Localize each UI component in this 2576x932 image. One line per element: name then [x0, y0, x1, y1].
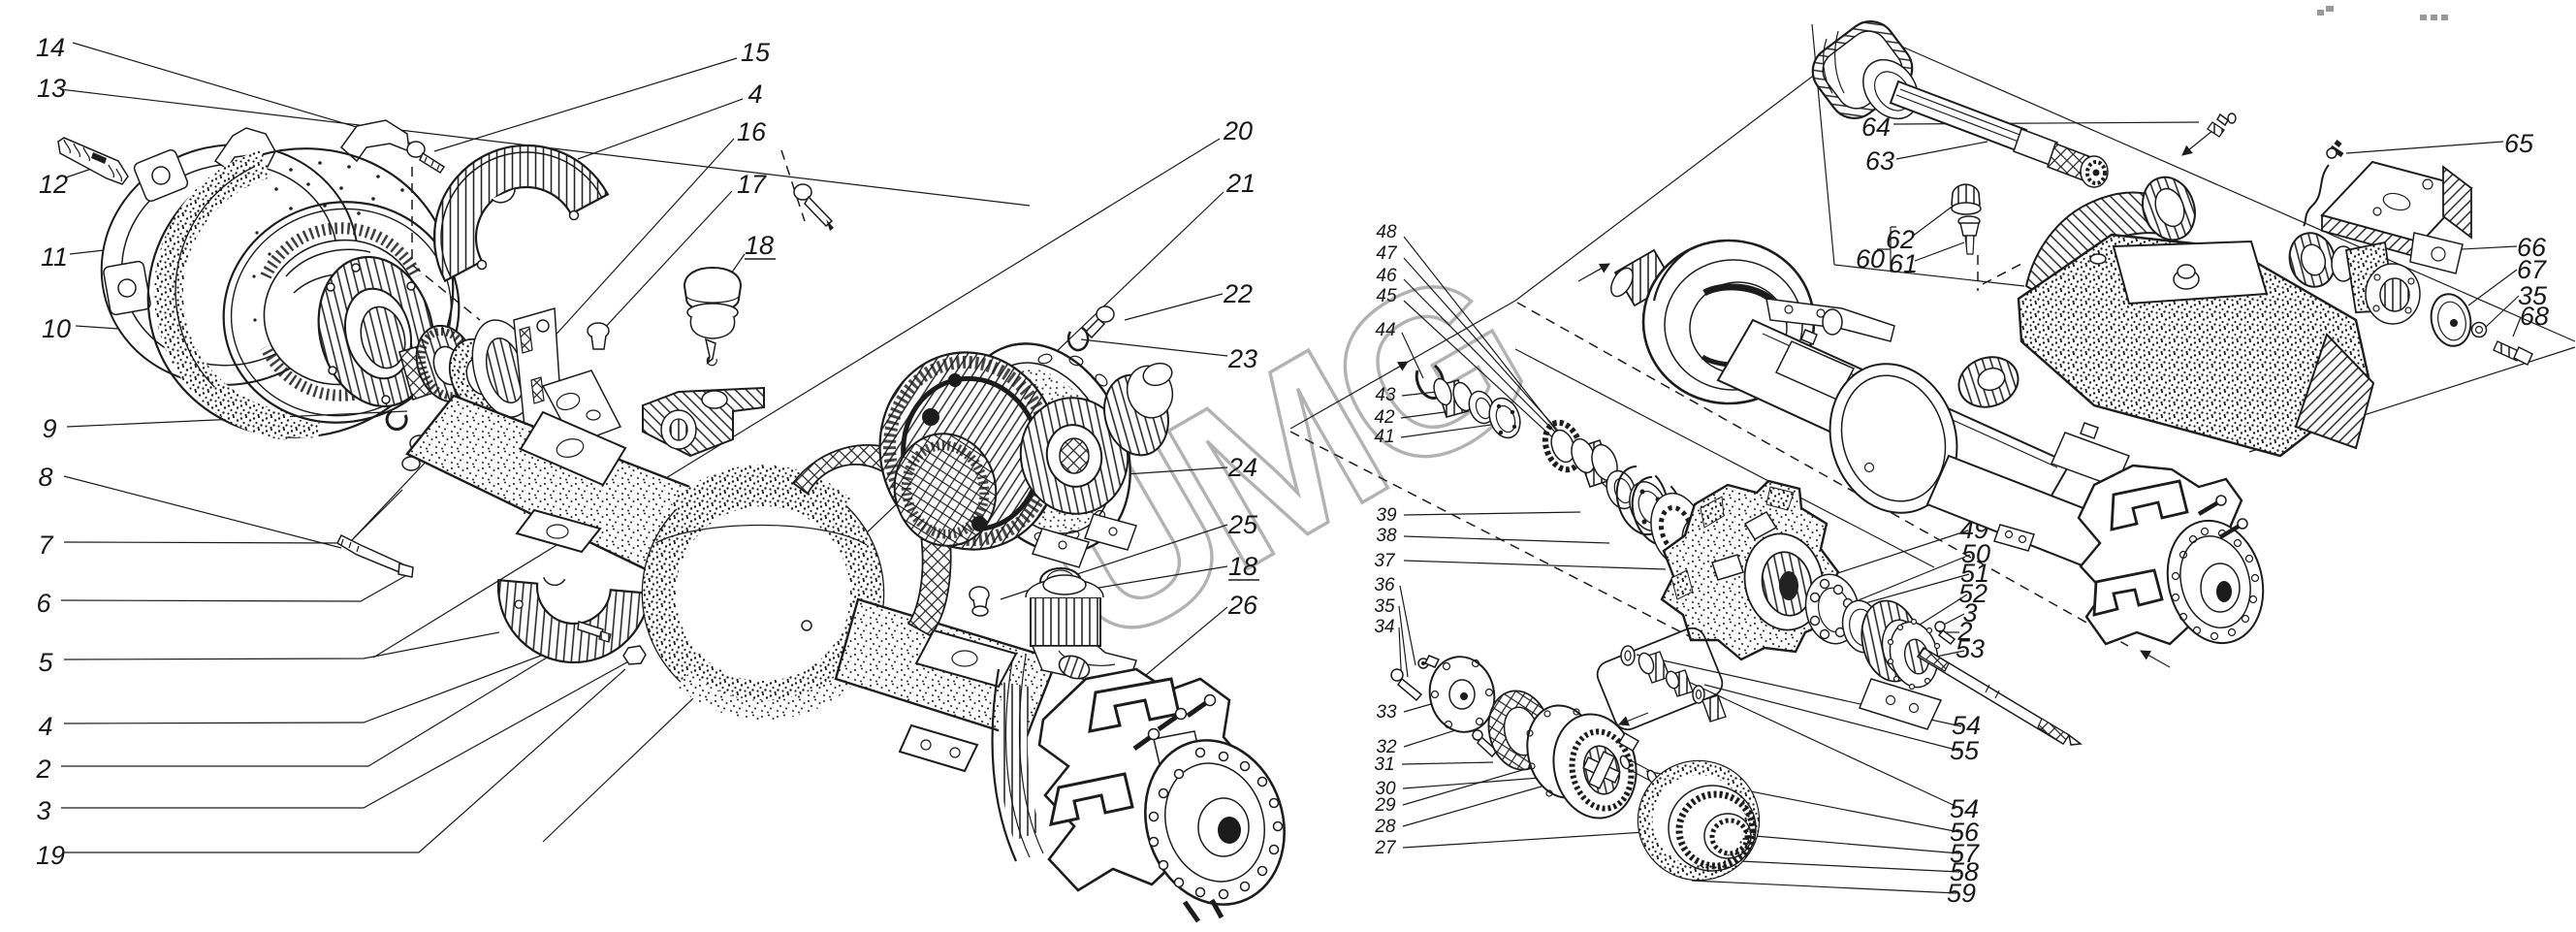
svg-text:57: 57 [1950, 839, 1980, 868]
svg-text:36: 36 [1374, 575, 1395, 595]
svg-text:39: 39 [1376, 505, 1397, 526]
svg-text:26: 26 [1227, 591, 1258, 620]
svg-text:38: 38 [1376, 526, 1397, 546]
svg-text:20: 20 [1223, 116, 1253, 145]
svg-text:2: 2 [1956, 617, 1972, 646]
svg-text:25: 25 [1227, 510, 1258, 539]
svg-text:55: 55 [1950, 736, 1980, 765]
svg-text:2: 2 [35, 755, 50, 784]
svg-text:41: 41 [1374, 427, 1394, 447]
svg-text:16: 16 [737, 117, 767, 146]
svg-text:8: 8 [38, 463, 52, 492]
svg-text:53: 53 [1956, 634, 1985, 663]
svg-text:64: 64 [1861, 112, 1891, 142]
svg-text:4: 4 [38, 712, 52, 741]
svg-text:9: 9 [42, 414, 56, 443]
svg-text:23: 23 [1227, 344, 1257, 373]
svg-text:27: 27 [1374, 838, 1397, 858]
svg-text:18: 18 [745, 231, 774, 260]
svg-text:44: 44 [1375, 320, 1395, 340]
svg-text:19: 19 [36, 841, 65, 870]
svg-text:35: 35 [2518, 281, 2548, 310]
svg-text:17: 17 [737, 170, 767, 199]
svg-text:68: 68 [2520, 302, 2549, 331]
svg-text:12: 12 [39, 170, 68, 199]
svg-text:46: 46 [1376, 266, 1397, 286]
svg-text:30: 30 [1375, 779, 1396, 799]
svg-text:43: 43 [1375, 385, 1396, 405]
svg-text:28: 28 [1374, 817, 1396, 837]
svg-text:24: 24 [1227, 453, 1257, 482]
svg-text:50: 50 [1961, 539, 1990, 568]
svg-text:67: 67 [2517, 255, 2547, 284]
svg-text:18: 18 [1228, 552, 1257, 581]
svg-text:3: 3 [36, 796, 50, 825]
svg-text:59: 59 [1947, 879, 1976, 908]
svg-text:65: 65 [2504, 129, 2534, 158]
svg-text:4: 4 [747, 80, 762, 109]
svg-text:3: 3 [1962, 598, 1977, 627]
svg-text:10: 10 [42, 314, 71, 343]
svg-text:21: 21 [1225, 169, 1256, 198]
svg-text:54: 54 [1950, 794, 1979, 823]
svg-text:13: 13 [37, 74, 66, 103]
svg-text:15: 15 [741, 38, 771, 67]
svg-text:35: 35 [1374, 596, 1395, 617]
svg-text:32: 32 [1376, 737, 1397, 757]
svg-text:62: 62 [1886, 225, 1915, 254]
svg-text:47: 47 [1376, 243, 1398, 264]
svg-text:54: 54 [1952, 711, 1981, 740]
svg-text:14: 14 [36, 33, 65, 62]
svg-text:48: 48 [1376, 222, 1397, 242]
svg-text:66: 66 [2517, 233, 2547, 262]
svg-text:29: 29 [1374, 795, 1396, 816]
svg-text:7: 7 [38, 530, 53, 560]
svg-text:31: 31 [1374, 755, 1394, 775]
svg-text:42: 42 [1374, 407, 1395, 428]
svg-text:22: 22 [1223, 279, 1253, 308]
svg-text:11: 11 [41, 242, 68, 272]
svg-text:56: 56 [1950, 818, 1980, 847]
svg-text:63: 63 [1865, 146, 1894, 176]
svg-text:5: 5 [38, 648, 53, 677]
svg-text:34: 34 [1374, 617, 1394, 637]
svg-text:37: 37 [1374, 551, 1396, 571]
svg-text:58: 58 [1950, 857, 1979, 886]
svg-text:33: 33 [1376, 702, 1397, 723]
svg-text:45: 45 [1376, 286, 1397, 306]
svg-text:51: 51 [1960, 559, 1989, 588]
svg-text:6: 6 [36, 589, 51, 618]
svg-text:52: 52 [1958, 579, 1988, 608]
